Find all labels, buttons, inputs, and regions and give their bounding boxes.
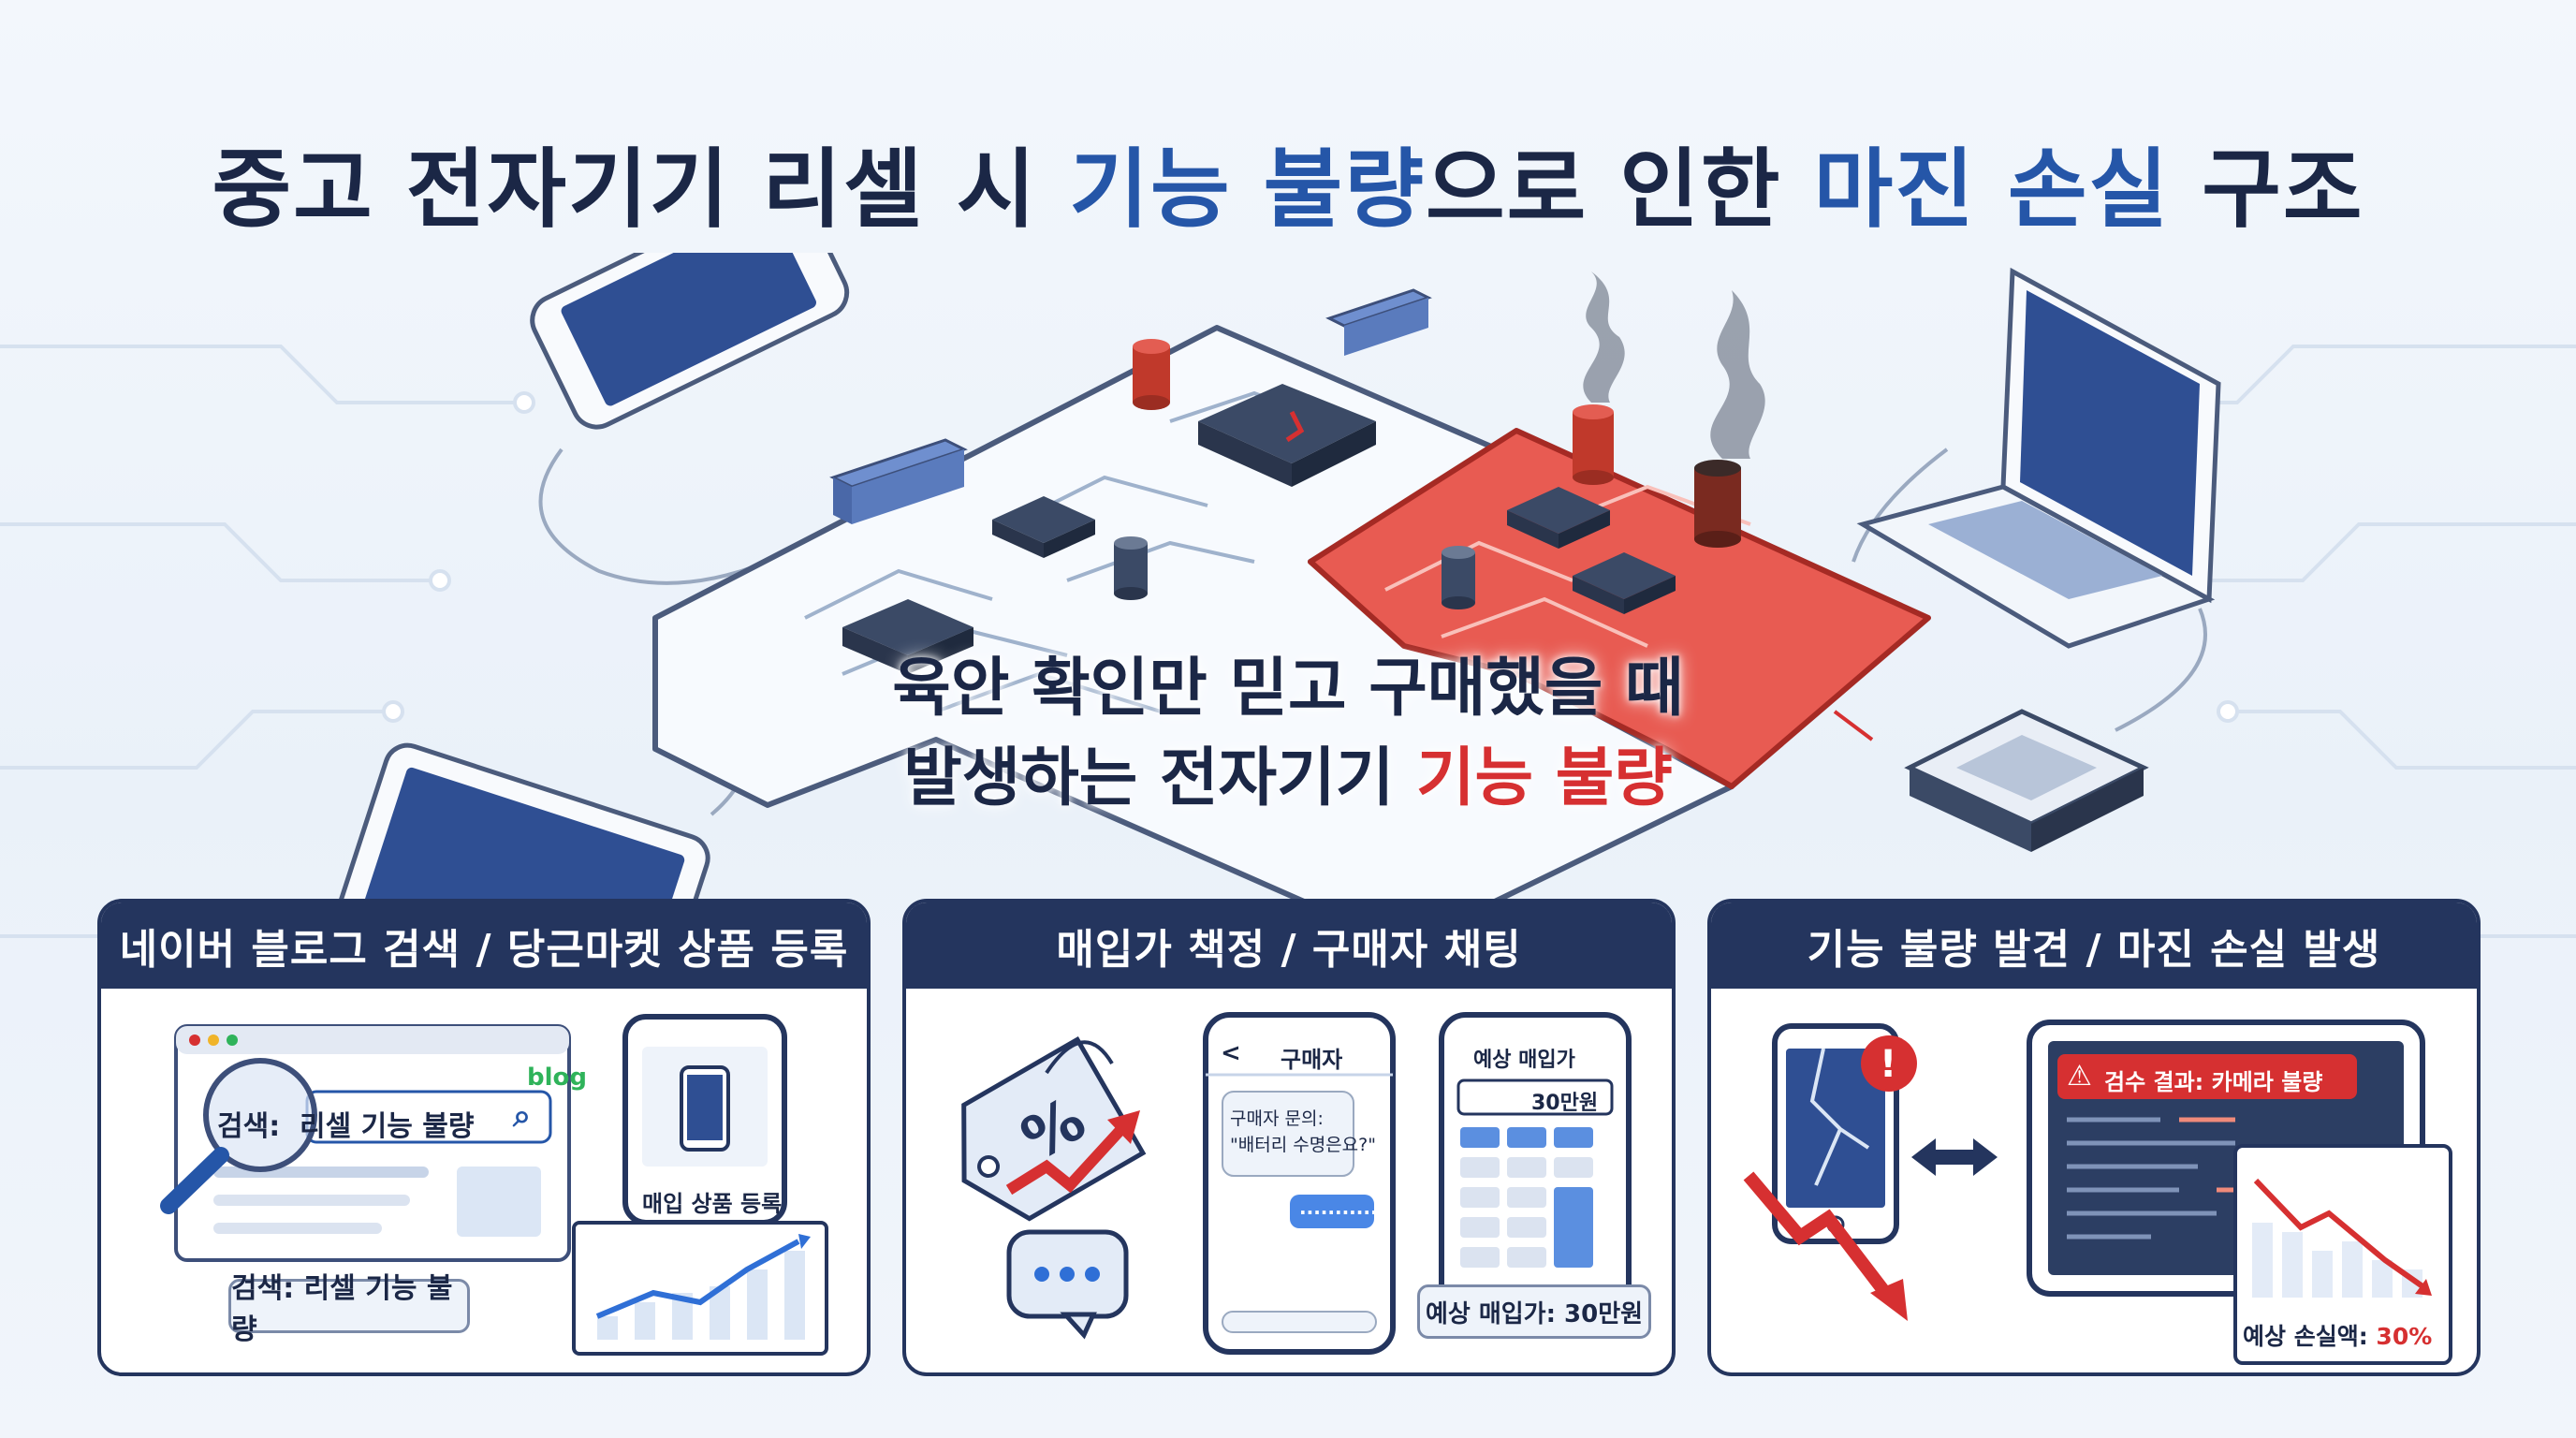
hero-caption-line2-prefix: 발생하는 전자기기 xyxy=(903,741,1416,815)
panel-body: % xyxy=(906,989,1672,1372)
title-part1: 중고 전자기기 리셀 시 xyxy=(212,139,1070,240)
panel-header: 기능 불량 발견 / 마진 손실 발생 xyxy=(1711,902,2477,989)
chat-message-line1: 구매자 문의: xyxy=(1230,1108,1324,1129)
panel-defect-loss: 기능 불량 발견 / 마진 손실 발생 xyxy=(1707,899,2481,1376)
search-query-text: 리셀 기능 불량 xyxy=(300,1110,475,1143)
price-tag-icon: % xyxy=(961,1035,1147,1222)
pin-header-connector xyxy=(1325,288,1432,356)
chip xyxy=(992,496,1095,558)
loss-estimate-value: 30% xyxy=(2376,1323,2433,1350)
laptop-icon xyxy=(1856,267,2221,649)
search-prefix-label: 검색: xyxy=(217,1110,281,1143)
calc-title: 예상 매입가 xyxy=(1473,1049,1575,1072)
hero-caption-line2-highlight: 기능 불량 xyxy=(1415,741,1673,815)
chat-back-icon[interactable]: < xyxy=(1221,1039,1241,1067)
panel-illustration: % xyxy=(961,1012,1632,1355)
inspection-result-text: 검수 결과: 카메라 불량 xyxy=(2104,1069,2323,1095)
capacitor xyxy=(1114,536,1148,600)
tablet-icon xyxy=(329,742,710,908)
smoke-icon xyxy=(1583,271,1765,459)
chip xyxy=(842,599,973,674)
damaged-chip xyxy=(1507,487,1610,549)
chat-message-line2: "배터리 수명은요?" xyxy=(1230,1135,1376,1155)
panel-body: ! ⚠ 검수 결과: 카메라 불량 예상 손실액: 30% xyxy=(1711,989,2477,1372)
page-title: 중고 전자기기 리셀 시 기능 불량으로 인한 마진 손실 구조 xyxy=(0,120,2576,244)
alert-icon: ! xyxy=(1880,1043,1897,1086)
chat-reply-bubble: ........... xyxy=(1299,1196,1378,1219)
damaged-chip xyxy=(1573,552,1676,614)
product-registration-label: 매입 상품 등록 xyxy=(642,1191,783,1217)
chat-title: 구매자 xyxy=(1281,1047,1343,1073)
calc-display-value: 30만원 xyxy=(1531,1092,1599,1115)
title-highlight-defect: 기능 불량 xyxy=(1069,139,1426,240)
loss-estimate: 예상 손실액: 30% xyxy=(2243,1318,2432,1352)
panel-blog-search: 네이버 블로그 검색 / 당근마켓 상품 등록 xyxy=(97,899,871,1376)
pin-header-connector xyxy=(829,438,968,524)
title-highlight-margin-loss: 마진 손실 xyxy=(1813,139,2171,240)
hero-caption-line1: 육안 확인만 믿고 구매했을 때 xyxy=(892,652,1684,726)
panel-illustration xyxy=(1743,1020,2452,1365)
smartphone-icon xyxy=(530,253,850,430)
burnt-capacitor xyxy=(1573,404,1614,485)
title-part2: 으로 인한 xyxy=(1425,139,1814,240)
search-icon: ⌕ xyxy=(513,1097,532,1135)
loss-estimate-label: 예상 손실액: xyxy=(2243,1323,2368,1350)
cpu-chip xyxy=(1198,384,1376,487)
chat-bubble-icon xyxy=(1006,1229,1129,1340)
warning-triangle-icon: ⚠ xyxy=(2067,1060,2092,1093)
title-part3: 구조 xyxy=(2170,139,2364,240)
hero-caption-line2: 발생하는 전자기기 기능 불량 xyxy=(820,734,1756,824)
panel-header: 네이버 블로그 검색 / 당근마켓 상품 등록 xyxy=(101,902,867,989)
panel-illustration xyxy=(160,1014,828,1356)
search-caption-tag: 검색: 리셀 기능 불량 xyxy=(228,1272,470,1346)
hero-caption: 육안 확인만 믿고 구매했을 때 발생하는 전자기기 기능 불량 xyxy=(820,644,1756,824)
capacitor xyxy=(1133,339,1170,410)
panel-header: 매입가 책정 / 구매자 채팅 xyxy=(906,902,1672,989)
estimated-price-tag: 예상 매입가: 30만원 xyxy=(1417,1284,1651,1339)
burnt-capacitor xyxy=(1694,460,1741,548)
blog-label: blog xyxy=(527,1064,587,1092)
processor-chip xyxy=(1904,709,2149,852)
circuit-board-illustration xyxy=(329,253,2221,908)
panel-body: blog 검색: 리셀 기능 불량 ⌕ 매입 상품 등록 검색: 리셀 기능 불… xyxy=(101,989,867,1372)
capacitor xyxy=(1442,546,1475,609)
panel-pricing-chat: 매입가 책정 / 구매자 채팅 % xyxy=(902,899,1676,1376)
